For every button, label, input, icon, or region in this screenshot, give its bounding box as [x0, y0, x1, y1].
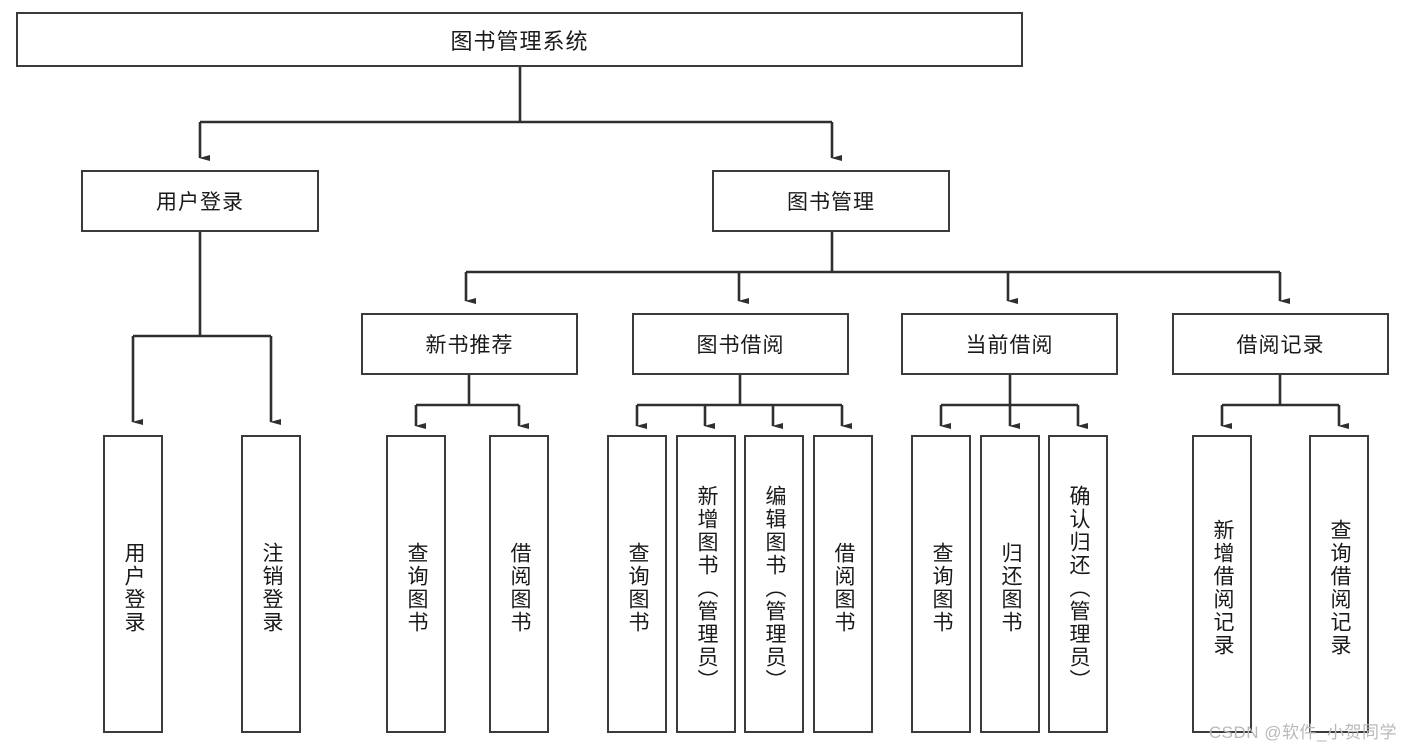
leaf-current-query-book[interactable]: 查询图书	[911, 435, 971, 733]
node-label: 借阅记录	[1236, 334, 1325, 357]
node-label: 确认归还（管理员）	[1067, 484, 1091, 692]
leaf-newbook-borrow-book[interactable]: 借阅图书	[489, 435, 549, 733]
node-label: 新增图书（管理员）	[695, 484, 719, 692]
node-label: 用户登录	[156, 191, 244, 214]
node-current-borrow[interactable]: 当前借阅	[901, 313, 1118, 375]
leaf-record-add-record[interactable]: 新增借阅记录	[1192, 435, 1252, 733]
leaf-user-logout[interactable]: 注销登录	[241, 435, 301, 733]
node-label: 新增借阅记录	[1211, 519, 1235, 657]
node-label: 图书管理系统	[450, 28, 589, 54]
node-label: 借阅图书	[508, 542, 532, 634]
leaf-borrow-query-book[interactable]: 查询图书	[607, 435, 667, 733]
node-label: 图书管理	[787, 191, 875, 214]
node-label: 查询借阅记录	[1328, 519, 1352, 657]
node-user-login[interactable]: 用户登录	[81, 170, 319, 232]
node-label: 用户登录	[122, 542, 146, 634]
node-root-system[interactable]: 图书管理系统	[16, 12, 1023, 67]
leaf-borrow-edit-book-admin[interactable]: 编辑图书（管理员）	[744, 435, 804, 733]
node-borrow-record[interactable]: 借阅记录	[1172, 313, 1389, 375]
leaf-current-return-book[interactable]: 归还图书	[980, 435, 1040, 733]
node-label: 图书借阅	[696, 334, 785, 357]
node-book-borrow[interactable]: 图书借阅	[632, 313, 849, 375]
node-label: 编辑图书（管理员）	[763, 484, 787, 692]
node-label: 当前借阅	[965, 334, 1054, 357]
node-new-book-recommend[interactable]: 新书推荐	[361, 313, 578, 375]
leaf-current-confirm-return-admin[interactable]: 确认归还（管理员）	[1048, 435, 1108, 733]
leaf-record-query-record[interactable]: 查询借阅记录	[1309, 435, 1369, 733]
node-label: 注销登录	[260, 542, 284, 634]
node-label: 新书推荐	[425, 334, 514, 357]
watermark-text: CSDN @软件_小贺同学	[1208, 723, 1397, 742]
node-label: 借阅图书	[832, 542, 856, 634]
node-label: 查询图书	[626, 542, 650, 634]
node-label: 归还图书	[999, 542, 1023, 634]
leaf-borrow-add-book-admin[interactable]: 新增图书（管理员）	[676, 435, 736, 733]
leaf-newbook-query-book[interactable]: 查询图书	[386, 435, 446, 733]
leaf-user-login[interactable]: 用户登录	[103, 435, 163, 733]
node-label: 查询图书	[405, 542, 429, 634]
node-book-management[interactable]: 图书管理	[712, 170, 950, 232]
node-label: 查询图书	[930, 542, 954, 634]
leaf-borrow-borrow-book[interactable]: 借阅图书	[813, 435, 873, 733]
